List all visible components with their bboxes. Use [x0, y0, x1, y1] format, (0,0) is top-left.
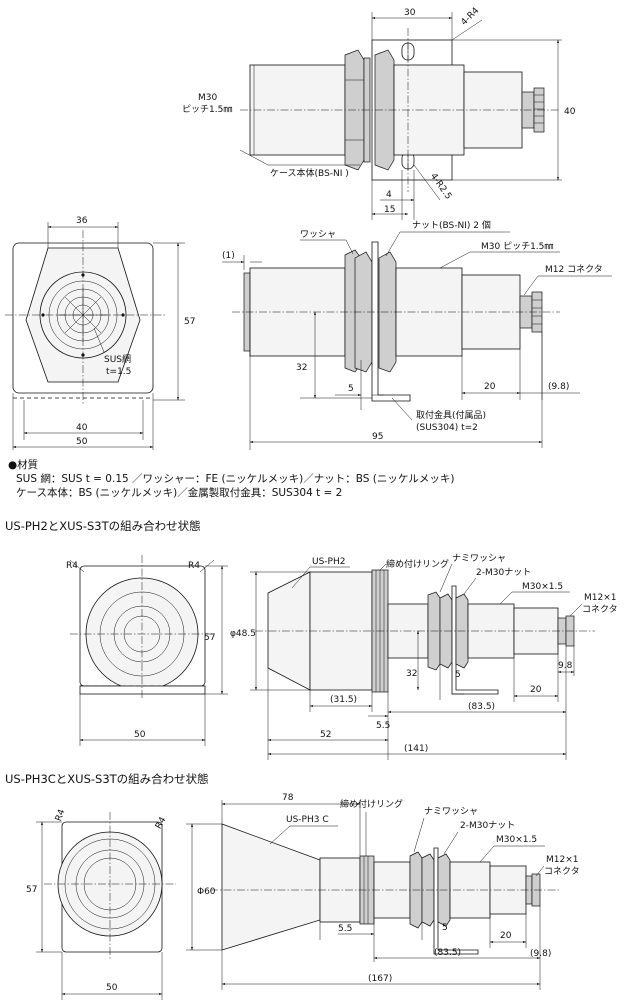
combo1-section: US-PH2とXUS-S3Tの組み合わせ状態 R4 R4 57 50	[5, 519, 618, 760]
combo1-dim-52: 52	[320, 730, 331, 740]
label-bracket-material: (SUS304) t=2	[416, 423, 478, 433]
dim-9-8: (9.8)	[548, 382, 569, 392]
dim-32: 32	[296, 363, 307, 373]
combo1-label-m12: M12×1	[584, 593, 616, 603]
dim-4-r4: 4-R4	[459, 6, 481, 28]
label-m30-pitch: M30 ピッチ1.5㎜	[481, 241, 553, 252]
combo1-dim-5-5: 5.5	[376, 721, 390, 731]
materials-line-2: ケース本体：BS (ニッケルメッキ)／金属製取付金具：SUS304 t = 2	[16, 486, 342, 499]
combo2-label-us: US-PH3 C	[286, 815, 329, 825]
label-case: ケース本体(BS-NI )	[270, 167, 349, 179]
combo1-dim-83-5: (83.5)	[468, 702, 495, 712]
combo2-heading: US-PH3CとXUS-S3Tの組み合わせ状態	[5, 772, 209, 786]
combo2-dim-167: (167)	[368, 974, 392, 984]
combo1-label-nami: ナミワッシャ	[452, 553, 506, 564]
label-m12-connector: M12 コネクタ	[545, 264, 603, 275]
combo1-label-us: US-PH2	[312, 557, 345, 567]
combo2-dim-5: 5	[442, 923, 448, 933]
materials-title: ●材質	[8, 458, 38, 471]
front-view: 36 57 40 50 SUS網 t=1.5	[5, 216, 195, 450]
combo1-r4-right: R4	[188, 561, 200, 571]
dim-5: 5	[348, 384, 354, 394]
label-sus-mesh: SUS網	[104, 353, 131, 365]
combo1-dim-32: 32	[406, 669, 417, 679]
label-washer: ワッシャ	[300, 230, 336, 240]
combo1-dim-phi: φ48.5	[230, 629, 256, 639]
combo1-dim-9-8: 9.8	[558, 661, 573, 671]
label-bracket: 取付金具(付属品)	[416, 409, 486, 421]
combo2-dim-5-5: 5.5	[338, 924, 352, 934]
combo1-label-ring: 締め付けリング	[386, 558, 449, 570]
dim-57: 57	[184, 317, 195, 327]
combo2-dim-50: 50	[106, 983, 118, 993]
combo2-section: US-PH3CとXUS-S3Tの組み合わせ状態 R4 R4 57 50	[5, 772, 580, 1000]
combo1-label-m30: M30×1.5	[522, 582, 563, 592]
dim-30: 30	[404, 8, 416, 18]
combo2-bracket	[433, 847, 479, 955]
dim-40: 40	[564, 107, 576, 117]
dim-40-front: 40	[76, 423, 88, 433]
top-view: 30 4-R4 40 4 15 4-R2.5 M30 ピッチ1.5㎜ ケース本体…	[182, 6, 576, 220]
combo2-dim-78: 78	[282, 793, 294, 803]
combo2-dim-83-5: (83.5)	[434, 948, 461, 958]
combo2-dim-9-8: (9.8)	[530, 949, 551, 959]
combo2-label-ring: 締め付けリング	[340, 798, 403, 810]
side-view: (1) 32 5 20 (9.8) 95 ワッシャ ナット(BS-NI) 2 個…	[222, 219, 612, 450]
dim-20: 20	[484, 382, 496, 392]
combo2-label-nut: 2-M30ナット	[460, 820, 515, 831]
combo1-heading: US-PH2とXUS-S3Tの組み合わせ状態	[5, 519, 201, 533]
label-m30: M30	[198, 93, 217, 103]
combo2-label-m30: M30×1.5	[496, 835, 537, 845]
materials-line-1: SUS 網：SUS t = 0.15 ／ワッシャー：FE (ニッケルメッキ)／ナ…	[16, 472, 454, 485]
combo1-dim-57: 57	[204, 633, 215, 643]
dim-95: 95	[372, 432, 383, 442]
side-bracket	[371, 241, 411, 402]
dim-36: 36	[76, 216, 88, 226]
combo2-dim-57: 57	[26, 885, 37, 895]
materials-block: ●材質 SUS 網：SUS t = 0.15 ／ワッシャー：FE (ニッケルメッ…	[8, 458, 454, 499]
combo2-label-connector: コネクタ	[544, 866, 580, 877]
combo2-dim-phi: Φ60	[197, 887, 216, 897]
combo2-horn-body	[319, 857, 361, 923]
combo1-label-nut: 2-M30ナット	[476, 567, 531, 578]
dim-4: 4	[386, 190, 392, 200]
combo2-r4-left: R4	[54, 808, 68, 823]
combo1-r4-left: R4	[66, 561, 78, 571]
combo1-dim-31-5: (31.5)	[330, 695, 357, 705]
dim-50: 50	[76, 437, 88, 447]
combo2-label-m12: M12×1	[546, 855, 578, 865]
combo2-label-nami: ナミワッシャ	[424, 806, 478, 817]
dim-15: 15	[384, 205, 395, 215]
combo1-dim-141: (141)	[404, 744, 428, 754]
label-pitch: ピッチ1.5㎜	[182, 104, 232, 115]
combo1-dim-5: 5	[455, 670, 461, 680]
label-t15: t=1.5	[106, 367, 131, 377]
nut-right	[374, 49, 395, 171]
label-nut: ナット(BS-NI) 2 個	[412, 219, 491, 231]
combo1-label-connector: コネクタ	[582, 604, 618, 615]
combo1-dim-20: 20	[530, 685, 542, 695]
dim-1: (1)	[222, 251, 235, 261]
combo2-dim-20: 20	[500, 931, 512, 941]
combo1-dim-50: 50	[134, 730, 146, 740]
